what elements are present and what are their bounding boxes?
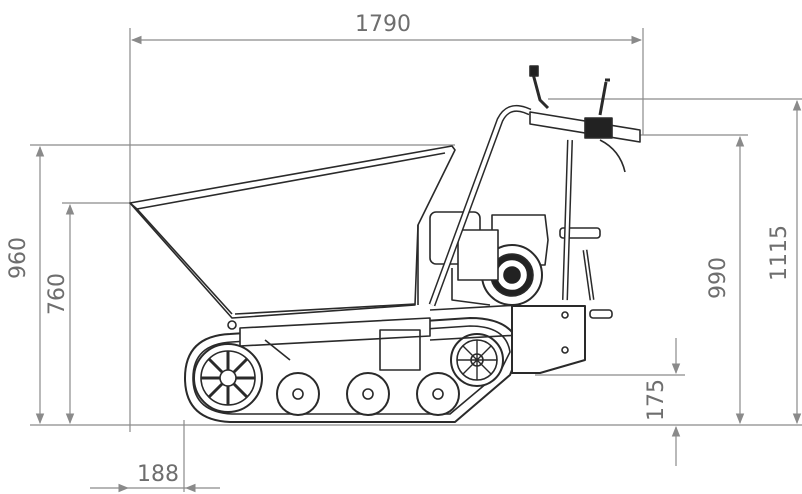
front-overhang-label: 188 xyxy=(137,462,179,487)
engine xyxy=(429,211,601,306)
ground-clearance-label: 175 xyxy=(644,379,669,421)
height-1115-label: 1115 xyxy=(767,225,792,281)
drive-housing xyxy=(511,305,586,374)
hopper xyxy=(129,145,456,330)
rear-wheel xyxy=(193,343,263,413)
road-wheels xyxy=(276,372,460,416)
dimension-lines xyxy=(30,28,802,493)
drive-sprocket xyxy=(450,333,504,387)
height-990-label: 990 xyxy=(706,257,731,299)
height-960-label: 960 xyxy=(6,237,31,279)
dumper-machine xyxy=(129,65,641,423)
handle-frame xyxy=(428,65,641,319)
height-760-label: 760 xyxy=(45,273,70,315)
length-dimension-label: 1790 xyxy=(355,12,411,37)
